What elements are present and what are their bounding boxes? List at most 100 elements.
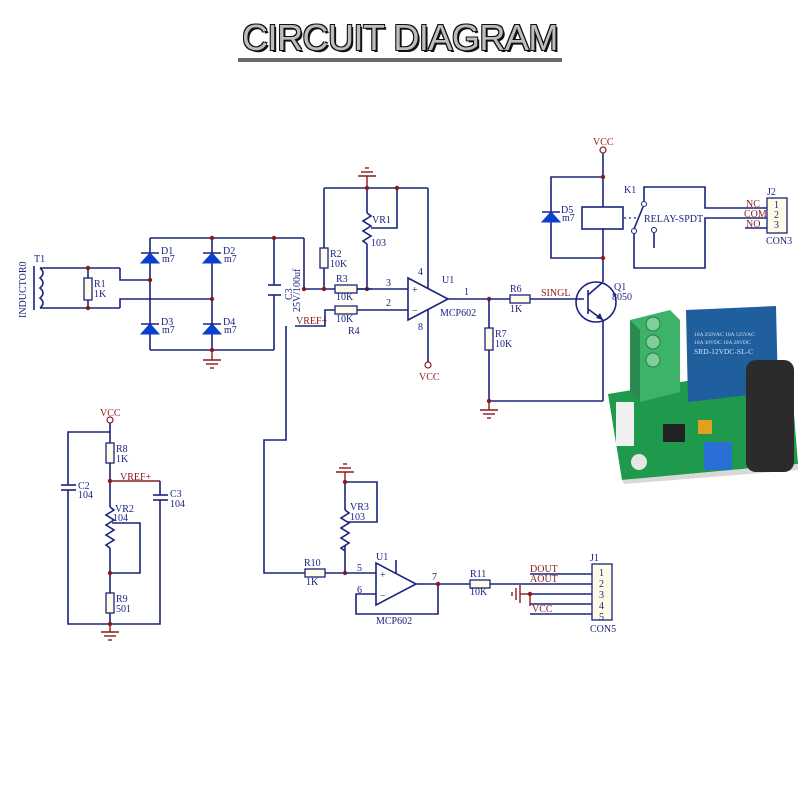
svg-text:VCC: VCC — [419, 372, 440, 383]
svg-text:2: 2 — [599, 579, 604, 590]
r1-value: 1K — [94, 289, 107, 300]
c3-value: 25V/100uf — [292, 268, 303, 312]
svg-text:3: 3 — [386, 278, 391, 289]
svg-text:RELAY-SPDT: RELAY-SPDT — [644, 214, 703, 225]
header-connector — [616, 402, 634, 446]
svg-text:R9: R9 — [116, 594, 128, 605]
connector-j1: DOUT AOUT VCC 1 2 3 4 5 J1 CON5 — [511, 553, 616, 635]
svg-text:m7: m7 — [224, 325, 237, 336]
svg-text:VCC: VCC — [593, 137, 614, 148]
title-underline — [238, 58, 562, 62]
svg-text:1K: 1K — [306, 577, 319, 588]
svg-text:R10: R10 — [304, 558, 321, 569]
svg-text:1: 1 — [774, 200, 779, 211]
t1-value: INDUCTOR0 — [18, 262, 29, 318]
svg-text:10K: 10K — [495, 339, 513, 350]
r1-ref: R1 — [94, 279, 106, 290]
svg-text:NO: NO — [746, 219, 760, 230]
svg-text:CON3: CON3 — [766, 236, 792, 247]
svg-text:U1: U1 — [442, 275, 454, 286]
svg-text:VCC: VCC — [532, 604, 553, 615]
svg-text:VCC: VCC — [100, 408, 121, 419]
svg-text:NC: NC — [746, 199, 760, 210]
svg-text:D4: D4 — [223, 317, 235, 328]
svg-text:K1: K1 — [624, 185, 636, 196]
svg-text:Q1: Q1 — [614, 282, 626, 293]
svg-text:m7: m7 — [162, 254, 175, 265]
svg-text:104: 104 — [113, 513, 128, 524]
svg-text:VR3: VR3 — [350, 502, 369, 513]
diagram-title: CIRCUIT DIAGRAM — [242, 17, 558, 58]
transformer-t1: T1 INDUCTOR0 — [18, 254, 120, 318]
svg-text:8050: 8050 — [612, 292, 632, 303]
trimmer-pot — [704, 442, 732, 470]
svg-text:103: 103 — [371, 238, 386, 249]
svg-text:−: − — [380, 591, 386, 602]
svg-text:2: 2 — [774, 210, 779, 221]
svg-text:103: 103 — [350, 512, 365, 523]
svg-text:CON5: CON5 — [590, 624, 616, 635]
svg-text:m7: m7 — [162, 325, 175, 336]
singl-net-label: SINGL — [541, 288, 570, 299]
resistor-r1: R1 1K — [83, 265, 107, 311]
current-transformer — [746, 360, 794, 472]
svg-text:J2: J2 — [767, 187, 776, 198]
svg-text:R11: R11 — [470, 569, 486, 580]
svg-text:D3: D3 — [161, 317, 173, 328]
svg-text:D2: D2 — [223, 246, 235, 257]
svg-text:R6: R6 — [510, 284, 522, 295]
svg-text:m7: m7 — [562, 213, 575, 224]
svg-text:10K: 10K — [336, 292, 354, 303]
svg-text:10A 30VDC 10A 28VDC: 10A 30VDC 10A 28VDC — [694, 340, 751, 346]
svg-text:1: 1 — [464, 287, 469, 298]
svg-text:+: + — [412, 285, 418, 296]
svg-text:D5: D5 — [561, 205, 573, 216]
svg-text:J1: J1 — [590, 553, 599, 564]
svg-text:R7: R7 — [495, 329, 507, 340]
svg-text:1K: 1K — [116, 454, 129, 465]
svg-text:R8: R8 — [116, 444, 128, 455]
svg-text:10K: 10K — [470, 587, 488, 598]
svg-text:R2: R2 — [330, 249, 342, 260]
ic-chip — [663, 424, 685, 442]
svg-text:VR2: VR2 — [115, 504, 134, 515]
svg-text:10K: 10K — [330, 259, 348, 270]
svg-text:R3: R3 — [336, 274, 348, 285]
t1-ref: T1 — [34, 254, 45, 265]
svg-text:10A 250VAC 10A 125VAC: 10A 250VAC 10A 125VAC — [694, 332, 755, 338]
svg-text:m7: m7 — [224, 254, 237, 265]
svg-text:104: 104 — [78, 490, 93, 501]
svg-text:MCP602: MCP602 — [376, 616, 412, 627]
module-photo: 10A 250VAC 10A 125VAC 10A 30VDC 10A 28VD… — [608, 306, 798, 484]
svg-text:R4: R4 — [348, 326, 360, 337]
svg-text:−: − — [412, 306, 418, 317]
svg-text:3: 3 — [599, 590, 604, 601]
mount-hole — [631, 454, 647, 470]
svg-text:1K: 1K — [510, 304, 523, 315]
c3-label: C3 — [284, 288, 295, 300]
svg-text:3: 3 — [774, 220, 779, 231]
terminal-block — [630, 310, 680, 402]
svg-text:6: 6 — [357, 585, 362, 596]
svg-text:VREF+: VREF+ — [120, 472, 152, 483]
svg-text:4: 4 — [418, 267, 423, 278]
svg-text:C3: C3 — [170, 489, 182, 500]
svg-text:D1: D1 — [161, 246, 173, 257]
svg-text:5: 5 — [599, 612, 604, 623]
vref-net-label: VREF+ — [296, 316, 328, 327]
svg-text:104: 104 — [170, 499, 185, 510]
svg-text:501: 501 — [116, 604, 131, 615]
svg-text:8: 8 — [418, 322, 423, 333]
svg-text:2: 2 — [386, 298, 391, 309]
svg-text:AOUT: AOUT — [530, 574, 558, 585]
svg-text:10K: 10K — [336, 314, 354, 325]
svg-text:COM: COM — [744, 209, 767, 220]
